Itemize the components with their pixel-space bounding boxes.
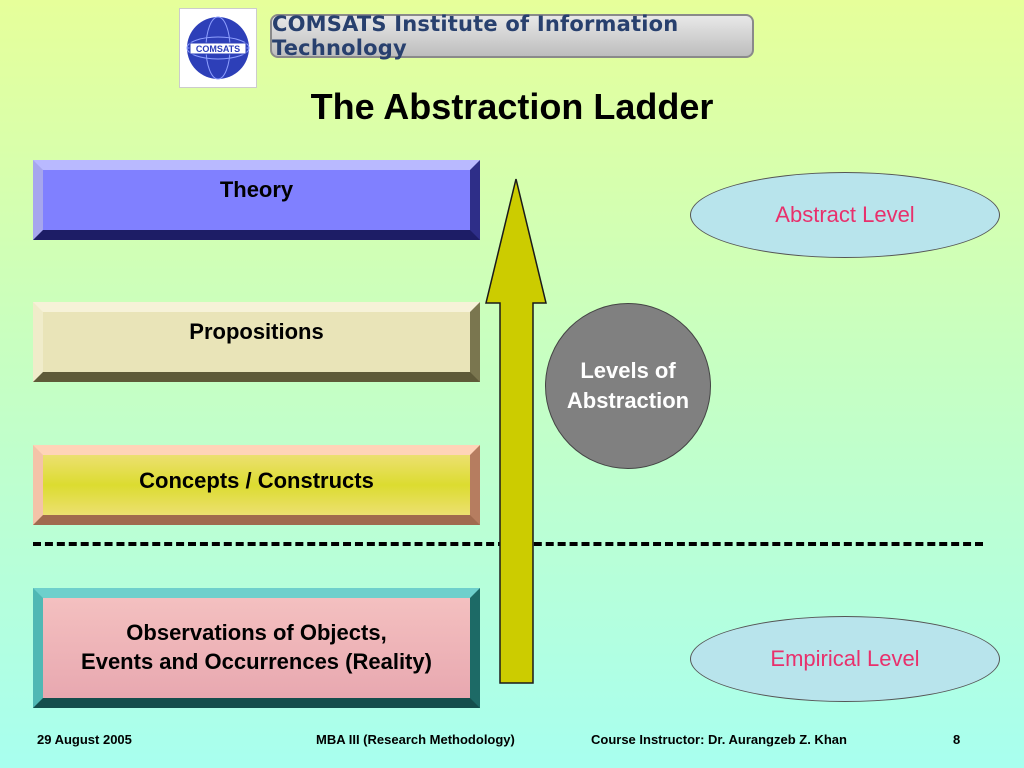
footer-date: 29 August 2005 <box>37 732 132 747</box>
institute-banner: COMSATS Institute of Information Technol… <box>270 12 754 60</box>
observations-line-1: Observations of Objects, <box>126 620 387 646</box>
svg-text:COMSATS: COMSATS <box>196 44 240 54</box>
theory-label: Theory <box>219 176 294 202</box>
observations-label: Observations of Objects, Events and Occu… <box>81 619 432 676</box>
upward-arrow-icon <box>485 178 547 684</box>
banner-text: COMSATS Institute of Information Technol… <box>272 12 679 60</box>
footer-instructor: Course Instructor: Dr. Aurangzeb Z. Khan <box>591 732 847 747</box>
comsats-logo: COMSATS <box>179 8 257 88</box>
observations-line-2: Events and Occurrences (Reality) <box>81 649 432 674</box>
abstract-level-label: Abstract Level <box>775 202 915 227</box>
empirical-level-label: Empirical Level <box>770 646 920 671</box>
abstract-level-ellipse: Abstract Level <box>690 172 1000 258</box>
levels-of-abstraction-circle: Levels of Abstraction <box>545 303 711 469</box>
slide-title: The Abstraction Ladder <box>310 86 714 127</box>
ladder-box-concepts: Concepts / Constructs <box>33 445 480 525</box>
propositions-label: Propositions <box>189 318 324 344</box>
levels-line-1: Levels of <box>580 358 676 384</box>
footer-course: MBA III (Research Methodology) <box>316 732 515 747</box>
page-number: 8 <box>953 732 961 747</box>
ladder-box-propositions: Propositions <box>33 302 480 382</box>
concepts-label: Concepts / Constructs <box>139 467 374 493</box>
ladder-box-observations: Observations of Objects, Events and Occu… <box>33 588 480 708</box>
levels-line-2: Abstraction <box>566 388 690 413</box>
empirical-level-ellipse: Empirical Level <box>690 616 1000 702</box>
globe-logo-icon: COMSATS <box>186 16 250 80</box>
ladder-box-theory: Theory <box>33 160 480 240</box>
